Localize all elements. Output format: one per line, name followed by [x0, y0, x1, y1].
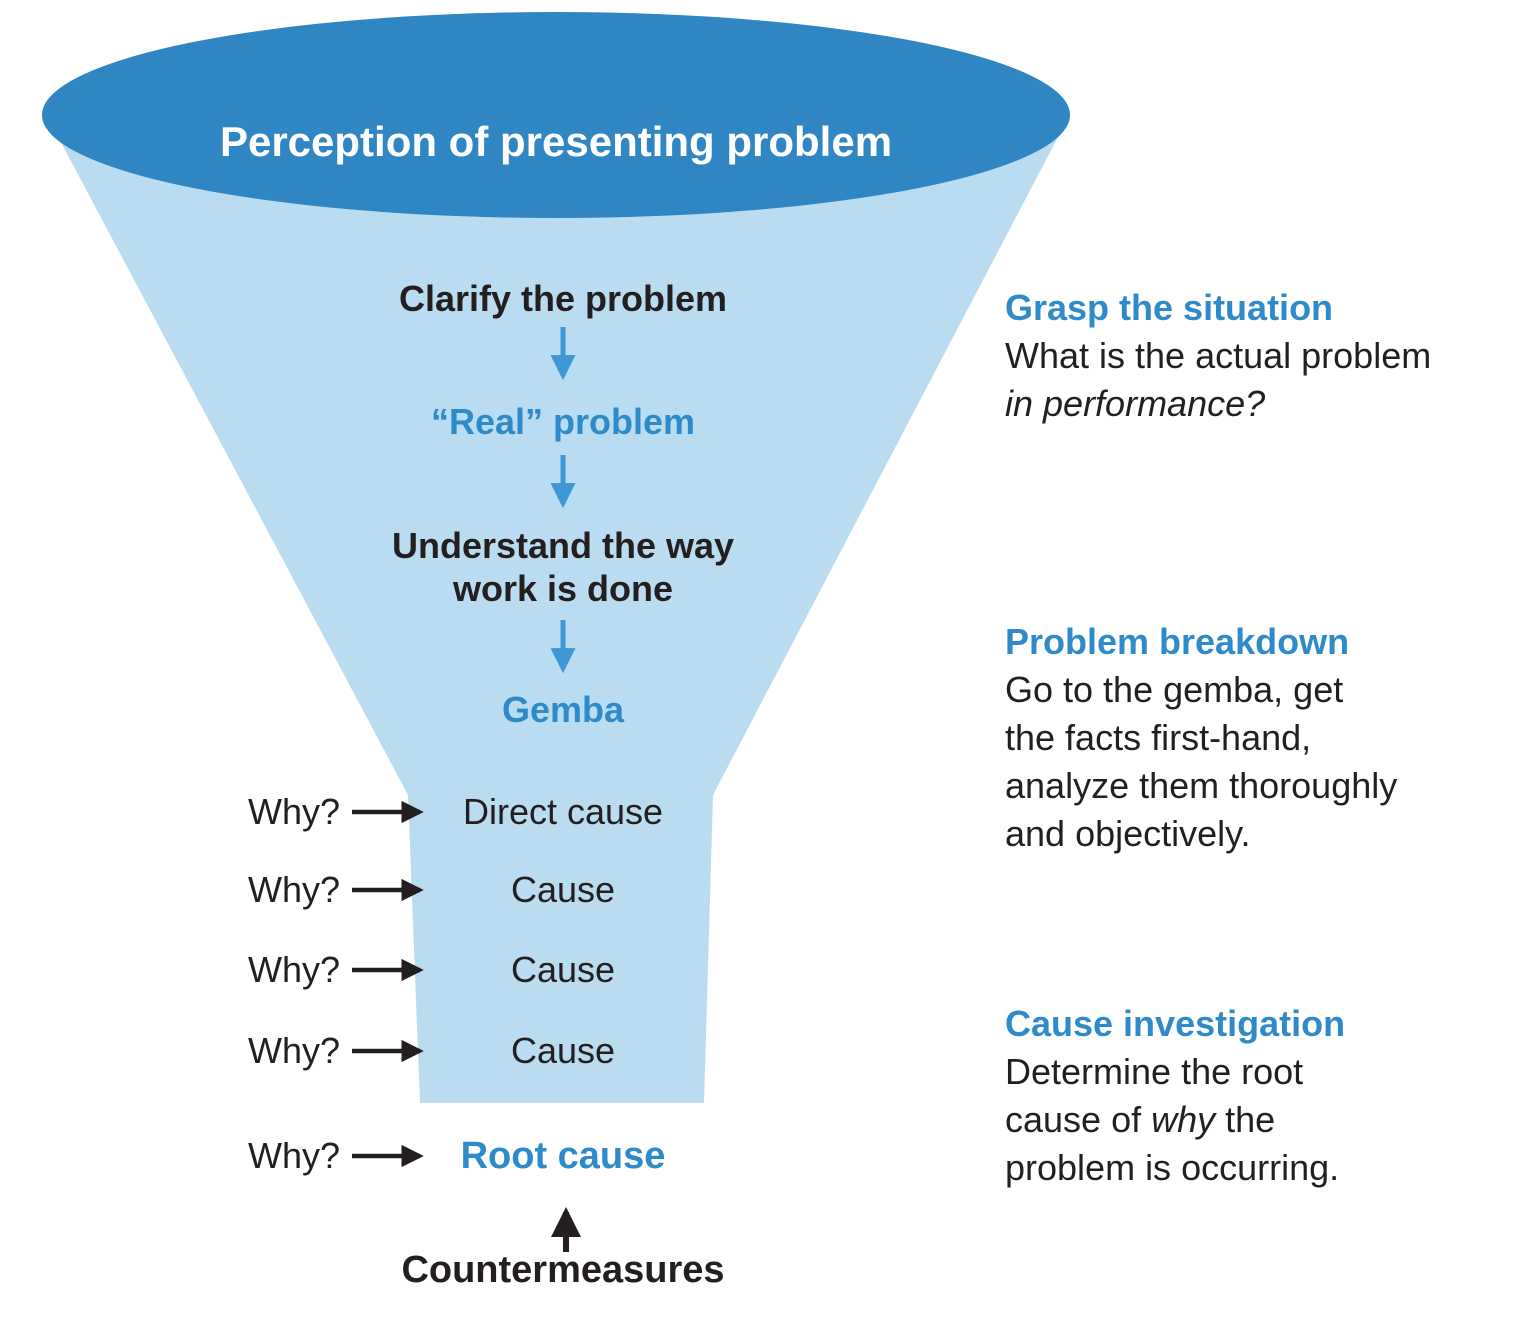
annotation-problem-breakdown: Problem breakdown Go to the gemba, get t… [1005, 618, 1525, 858]
annotation-cause-line2-post: the [1215, 1099, 1276, 1140]
annotation-cause-line2-pre: cause of [1005, 1099, 1152, 1140]
annotation-grasp-situation: Grasp the situation What is the actual p… [1005, 284, 1525, 428]
cause-direct: Direct cause [462, 791, 664, 832]
step-understand-line2: work is done [452, 568, 674, 609]
funnel-mouth-ellipse [42, 12, 1070, 218]
step-gemba: Gemba [501, 689, 625, 730]
annotation-grasp-line1: What is the actual problem [1005, 335, 1432, 376]
step-clarify-problem: Clarify the problem [398, 278, 728, 319]
annotation-breakdown-line3: analyze them thoroughly [1005, 765, 1398, 806]
why-label-4: Why? [248, 1030, 341, 1071]
funnel-body [48, 118, 1068, 1103]
annotation-cause-investigation: Cause investigation Determine the root c… [1005, 1000, 1525, 1192]
cause-3: Cause [510, 949, 616, 990]
countermeasures-label: Countermeasures [401, 1249, 725, 1291]
why-label-2: Why? [248, 869, 341, 910]
annotation-grasp-line2: in performance? [1005, 383, 1266, 424]
why-label-1: Why? [248, 791, 341, 832]
step-understand-work: Understand the way work is done [392, 524, 734, 610]
annotation-cause-line2: cause of why the [1005, 1096, 1525, 1144]
cause-4: Cause [510, 1030, 616, 1071]
annotation-breakdown-line2: the facts first-hand, [1005, 717, 1312, 758]
annotation-grasp-title: Grasp the situation [1005, 287, 1334, 328]
annotation-cause-line1: Determine the root [1005, 1051, 1304, 1092]
cause-2: Cause [510, 869, 616, 910]
annotation-cause-line2-italic: why [1151, 1099, 1216, 1140]
annotation-breakdown-title: Problem breakdown [1005, 621, 1350, 662]
why-label-3: Why? [248, 949, 341, 990]
step-understand-line1: Understand the way [391, 525, 735, 566]
annotation-breakdown-line1: Go to the gemba, get [1005, 669, 1344, 710]
why-label-5: Why? [248, 1135, 341, 1176]
annotation-cause-line3: problem is occurring. [1005, 1147, 1340, 1188]
funnel-title: Perception of presenting problem [219, 118, 893, 165]
step-real-problem: “Real” problem [430, 401, 696, 442]
root-cause-label: Root cause [460, 1135, 666, 1177]
annotation-cause-title: Cause investigation [1005, 1003, 1346, 1044]
annotation-breakdown-line4: and objectively. [1005, 813, 1251, 854]
